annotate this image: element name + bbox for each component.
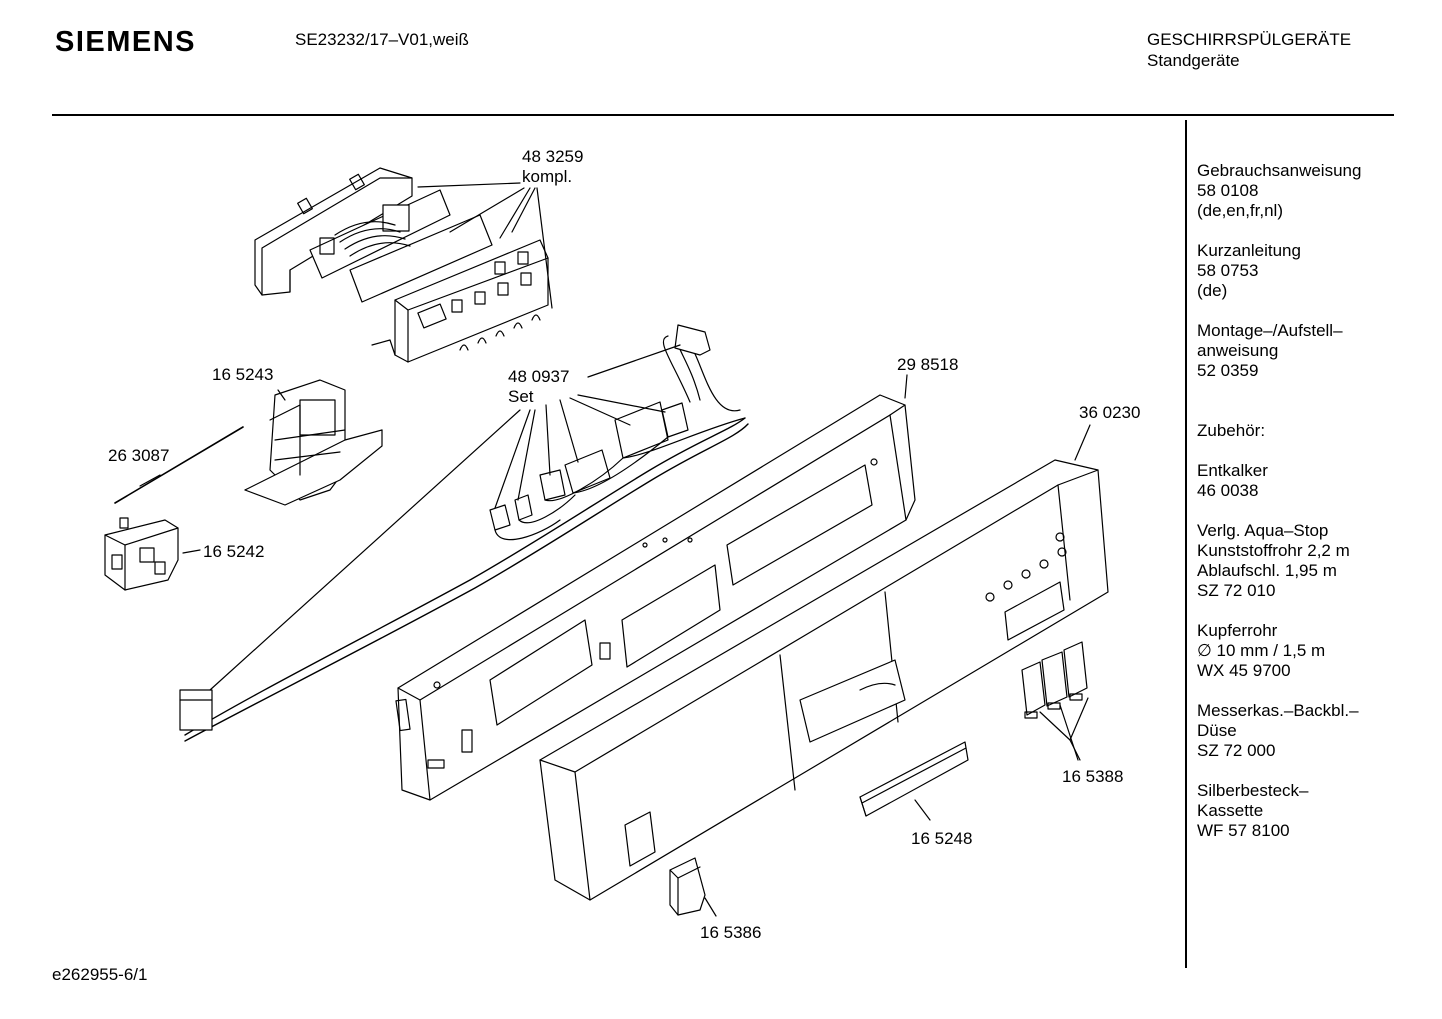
brand-logo: SIEMENS	[55, 26, 197, 58]
panel-frame-drawing	[395, 394, 916, 801]
part-label-360230: 36 0230	[1079, 403, 1140, 422]
accessory-aquastop: Verlg. Aqua–Stop Kunststoffrohr 2,2 m Ab…	[1197, 521, 1437, 601]
header-divider	[52, 114, 1394, 116]
accessory-name: Messerkas.–Backbl.–	[1197, 701, 1359, 720]
leader-165242	[182, 549, 201, 554]
leader-165243	[277, 389, 286, 401]
doc-number: 58 0753	[1197, 261, 1259, 280]
accessory-knife-nozzle: Messerkas.–Backbl.– Düse SZ 72 000	[1197, 701, 1437, 761]
accessories-heading: Zubehör:	[1197, 421, 1266, 440]
part-label-165388: 16 5388	[1062, 767, 1123, 786]
model-number: SE23232/17–V01,weiß	[295, 30, 469, 49]
switch-housing-drawing	[244, 379, 383, 506]
doc-languages: (de)	[1197, 281, 1228, 300]
doc-number: 52 0359	[1197, 361, 1259, 380]
doc-number: 58 0108	[1197, 181, 1259, 200]
accessory-name-cont: Kassette	[1197, 801, 1264, 820]
accessory-descaler: Entkalker 46 0038	[1197, 461, 1437, 501]
rod-263087-drawing	[114, 426, 244, 504]
accessory-name: Kupferrohr	[1197, 621, 1278, 640]
drawing-code: e262955-6/1	[52, 965, 148, 984]
doc-title: Kurzanleitung	[1197, 241, 1301, 260]
wiring-set-drawing	[179, 324, 749, 742]
leader-165248	[914, 799, 931, 821]
exploded-parts-diagram: 48 3259 kompl. 16 5243 48 0937 Set 29 85…	[104, 147, 1140, 942]
doc-languages: (de,en,fr,nl)	[1197, 201, 1283, 220]
accessory-name: Silberbesteck–	[1197, 781, 1309, 800]
part-label-165248: 16 5248	[911, 829, 972, 848]
accessory-copper-pipe: Kupferrohr ∅ 10 mm / 1,5 m WX 45 9700	[1197, 621, 1437, 681]
power-switch-drawing	[104, 517, 179, 591]
part-label-263087: 26 3087	[108, 446, 169, 465]
doc-title-cont: anweisung	[1197, 341, 1279, 360]
accessory-cutlery-basket: Silberbesteck– Kassette WF 57 8100	[1197, 781, 1437, 841]
doc-user-manual: Gebrauchsanweisung 58 0108 (de,en,fr,nl)	[1197, 161, 1437, 221]
part-label-165242: 16 5242	[203, 542, 264, 561]
leader-165386	[704, 897, 717, 917]
leader-298518	[904, 374, 908, 399]
leader-263087	[139, 474, 161, 487]
accessory-spec: Ablaufschl. 1,95 m	[1197, 561, 1337, 580]
part-label-483259: 48 3259	[522, 147, 583, 166]
part-label-set: Set	[508, 387, 534, 406]
control-module-drawing	[254, 167, 549, 363]
part-label-kompl: kompl.	[522, 167, 572, 186]
doc-title: Montage–/Aufstell–	[1197, 321, 1343, 340]
front-cover-drawing	[539, 459, 1109, 901]
accessory-spec: ∅ 10 mm / 1,5 m	[1197, 641, 1326, 660]
leader-lines-483259	[417, 182, 553, 309]
part-label-165386: 16 5386	[700, 923, 761, 942]
accessory-number: 46 0038	[1197, 481, 1259, 500]
leader-lines-480937	[209, 344, 681, 691]
leader-360230	[1074, 424, 1091, 461]
part-label-298518: 29 8518	[897, 355, 958, 374]
leader-lines-165388	[1039, 697, 1089, 761]
accessory-number: SZ 72 010	[1197, 581, 1276, 600]
program-knob-drawing	[669, 857, 706, 916]
accessory-name-cont: Düse	[1197, 721, 1237, 740]
part-label-480937: 48 0937	[508, 367, 569, 386]
doc-installation: Montage–/Aufstell– anweisung 52 0359	[1197, 321, 1437, 381]
sidebar-divider	[1185, 120, 1187, 968]
accessory-name: Verlg. Aqua–Stop	[1197, 521, 1329, 540]
doc-short-guide: Kurzanleitung 58 0753 (de)	[1197, 241, 1437, 301]
push-buttons-drawing	[1021, 641, 1088, 719]
accessory-number: SZ 72 000	[1197, 741, 1276, 760]
category-title: GESCHIRRSPÜLGERÄTE	[1147, 30, 1352, 49]
accessory-number: WF 57 8100	[1197, 821, 1290, 840]
category-subtitle: Standgeräte	[1147, 51, 1240, 70]
doc-title: Gebrauchsanweisung	[1197, 161, 1362, 180]
accessory-number: WX 45 9700	[1197, 661, 1291, 680]
part-label-165243: 16 5243	[212, 365, 273, 384]
handle-strip-drawing	[859, 741, 969, 817]
accessory-spec: Kunststoffrohr 2,2 m	[1197, 541, 1350, 560]
accessory-name: Entkalker	[1197, 461, 1268, 480]
accessory-sidebar: Gebrauchsanweisung 58 0108 (de,en,fr,nl)…	[1197, 161, 1437, 861]
